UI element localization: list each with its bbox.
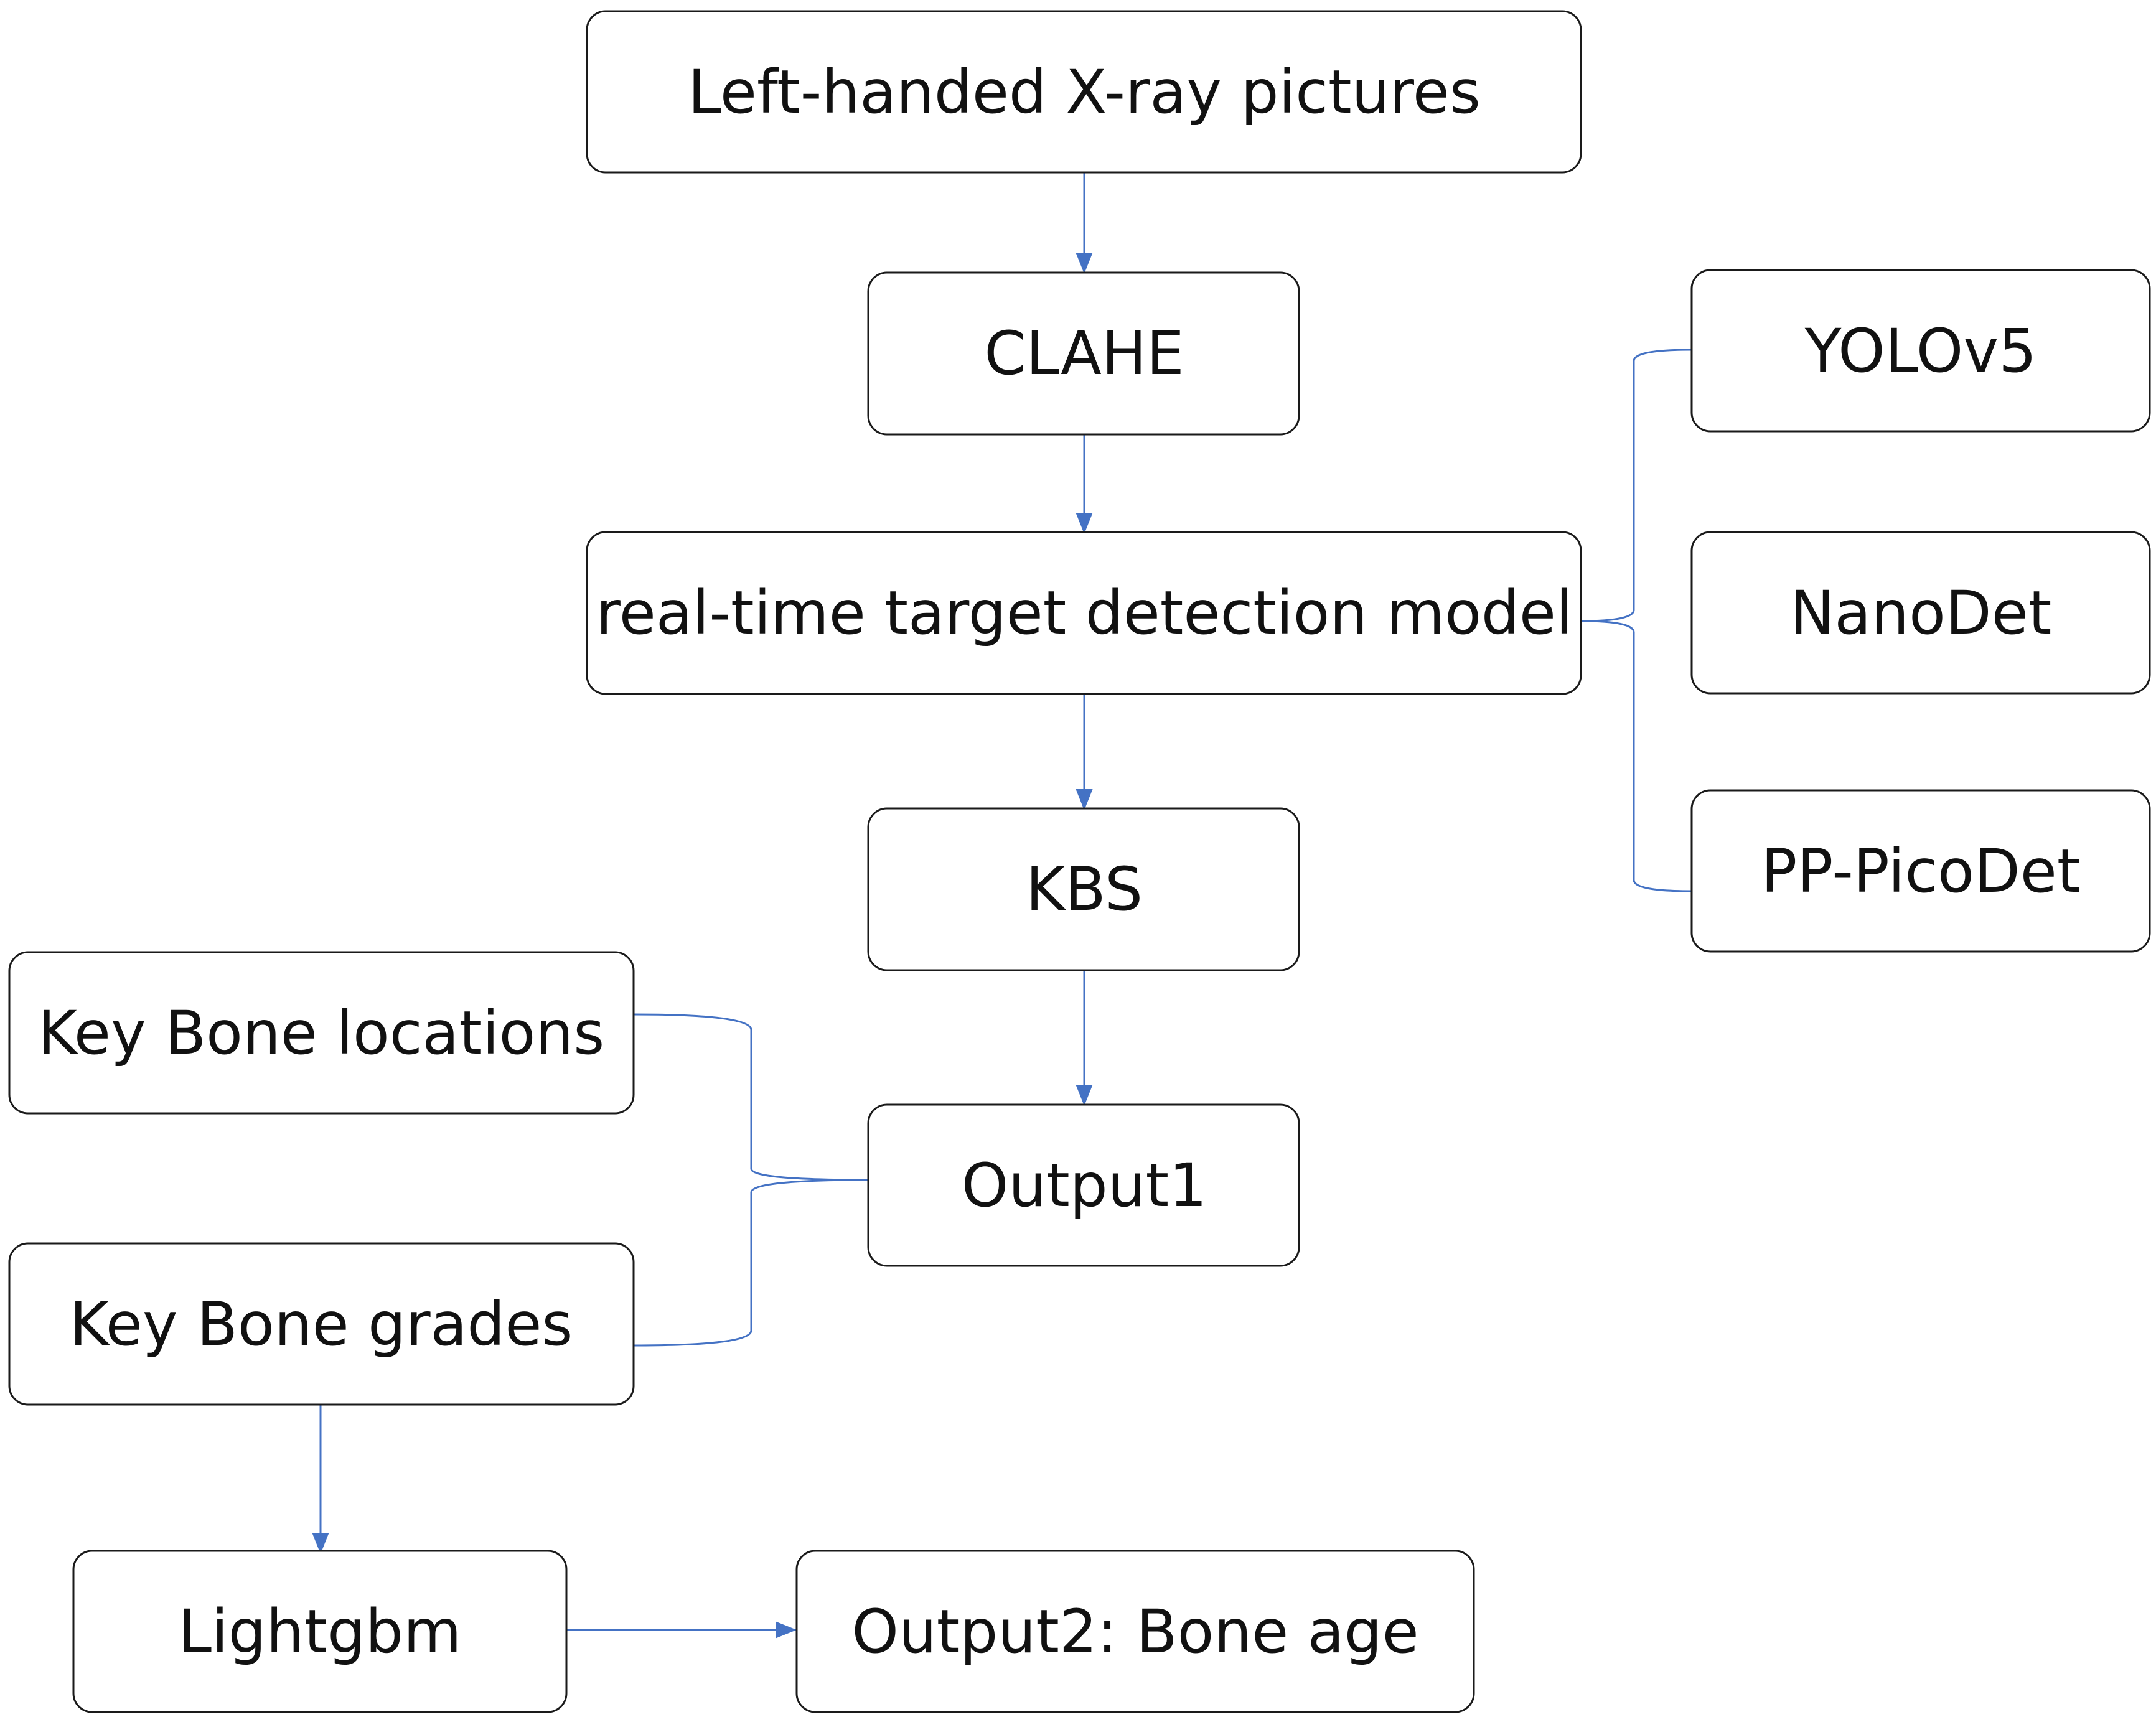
node-clahe-label: CLAHE bbox=[984, 319, 1184, 388]
node-kbs-label: KBS bbox=[1026, 854, 1143, 924]
node-nanodet-label: NanoDet bbox=[1790, 578, 2052, 648]
brace-output1-to-keybone bbox=[633, 1013, 869, 1347]
node-xray-pictures: Left-handed X-ray pictures bbox=[586, 10, 1582, 174]
node-key-bone-grades-label: Key Bone grades bbox=[70, 1289, 573, 1359]
node-pp-picodet: PP-PicoDet bbox=[1690, 789, 2151, 953]
node-lightgbm: Lightgbm bbox=[72, 1550, 568, 1713]
node-lightgbm-label: Lightgbm bbox=[179, 1597, 462, 1667]
node-yolov5-label: YOLOv5 bbox=[1804, 316, 2036, 386]
node-nanodet: NanoDet bbox=[1690, 531, 2151, 695]
node-output1-label: Output1 bbox=[962, 1151, 1207, 1220]
node-pp-picodet-label: PP-PicoDet bbox=[1761, 836, 2081, 906]
brace-rtdm-to-variants bbox=[1580, 349, 1692, 892]
node-key-bone-grades: Key Bone grades bbox=[8, 1242, 635, 1406]
node-key-bone-locations-label: Key Bone locations bbox=[38, 998, 605, 1068]
node-output2-bone-age-label: Output2: Bone age bbox=[851, 1597, 1418, 1667]
node-yolov5: YOLOv5 bbox=[1690, 269, 2151, 433]
node-kbs: KBS bbox=[867, 807, 1300, 971]
node-detection-model: real-time target detection model bbox=[586, 531, 1582, 695]
node-detection-model-label: real-time target detection model bbox=[596, 578, 1572, 648]
node-output2-bone-age: Output2: Bone age bbox=[795, 1550, 1475, 1713]
node-output1: Output1 bbox=[867, 1103, 1300, 1267]
node-key-bone-locations: Key Bone locations bbox=[8, 951, 635, 1115]
node-clahe: CLAHE bbox=[867, 271, 1300, 436]
node-xray-pictures-label: Left-handed X-ray pictures bbox=[688, 57, 1481, 127]
